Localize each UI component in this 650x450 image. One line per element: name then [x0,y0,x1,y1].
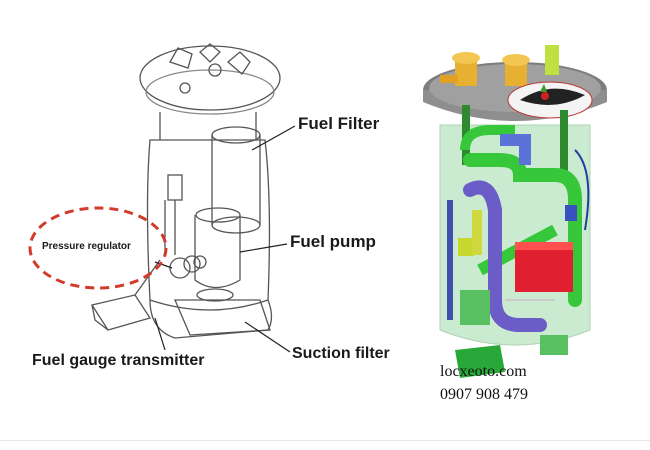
label-fuel-gauge-transmitter: Fuel gauge transmitter [32,352,205,369]
label-fuel-filter: Fuel Filter [298,114,380,133]
label-suction-filter: Suction filter [292,345,390,362]
bottom-divider [0,440,650,441]
watermark-phone: 0907 908 479 [440,386,528,403]
label-fuel-pump: Fuel pump [290,232,376,251]
logo-badge [507,81,593,119]
pressure-regulator-highlight [28,206,168,290]
watermark-website: locxeoto.com [440,363,527,380]
label-pressure-regulator: Pressure regulator [42,241,131,252]
